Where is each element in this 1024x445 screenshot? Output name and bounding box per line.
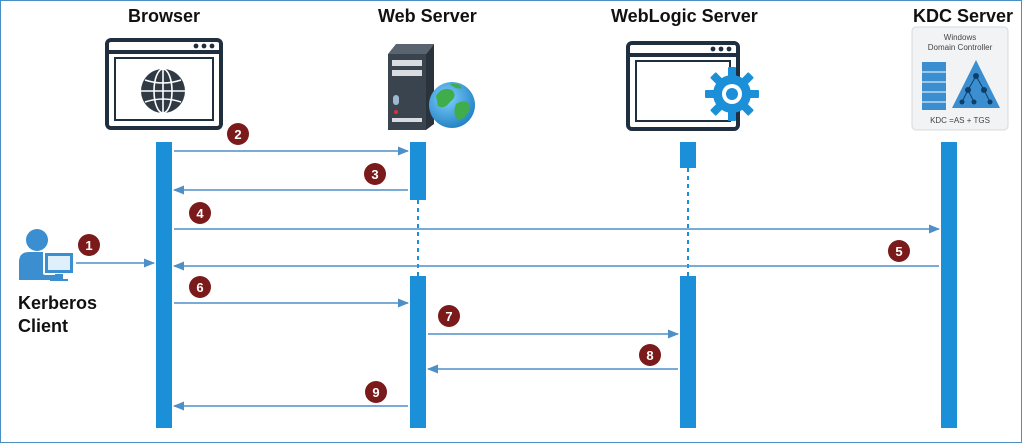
client-label-line2: Client [18, 316, 69, 336]
web-server-header: Web Server [378, 6, 477, 26]
svg-text:5: 5 [895, 244, 902, 259]
directory-tree-icon [952, 60, 1000, 108]
svg-text:6: 6 [196, 280, 203, 295]
step-badge-5: 5 [888, 240, 910, 262]
kdc-header: KDC Server [913, 6, 1014, 26]
svg-text:7: 7 [445, 309, 452, 324]
weblogic-activation-1 [680, 142, 696, 168]
step-badge-6: 6 [189, 276, 211, 298]
svg-text:8: 8 [646, 348, 653, 363]
weblogic-header: WebLogic Server [611, 6, 758, 26]
svg-text:2: 2 [234, 127, 241, 142]
step-badge-4: 4 [189, 202, 211, 224]
kdc-lifeline [941, 142, 957, 428]
weblogic-window-icon [626, 41, 740, 131]
kdc-card-footer: KDC =AS + TGS [930, 116, 990, 125]
gear-icon [705, 67, 759, 121]
step-badge-7: 7 [438, 305, 460, 327]
step-badge-3: 3 [364, 163, 386, 185]
step-badge-2: 2 [227, 123, 249, 145]
web-server-activation-2 [410, 276, 426, 428]
server-rack-icon [922, 62, 946, 110]
lifelines [156, 142, 957, 428]
browser-lifeline [156, 142, 172, 428]
kdc-domain-controller-card [911, 26, 1009, 131]
svg-text:4: 4 [196, 206, 204, 221]
svg-text:1: 1 [85, 238, 92, 253]
kdc-card-title-line2: Domain Controller [927, 43, 993, 52]
step-badges: 1 2 3 4 5 6 7 8 9 [78, 123, 910, 403]
weblogic-activation-2 [680, 276, 696, 428]
browser-header: Browser [128, 6, 201, 26]
svg-text:3: 3 [371, 167, 378, 182]
step-badge-1: 1 [78, 234, 100, 256]
user-at-computer-icon [19, 229, 75, 281]
web-server-activation-1 [410, 142, 426, 200]
step-badge-9: 9 [365, 381, 387, 403]
kerberos-client-label: Kerberos Client [18, 292, 97, 338]
svg-text:9: 9 [372, 385, 379, 400]
step-badge-8: 8 [639, 344, 661, 366]
earth-icon [429, 82, 475, 128]
server-tower-icon [388, 44, 434, 130]
message-arrows [76, 146, 941, 411]
client-label-line1: Kerberos [18, 293, 98, 313]
kdc-card-title-line1: Windows [943, 33, 977, 42]
kdc-card-title: Windows Domain Controller [912, 33, 1008, 53]
globe-icon [141, 68, 185, 114]
